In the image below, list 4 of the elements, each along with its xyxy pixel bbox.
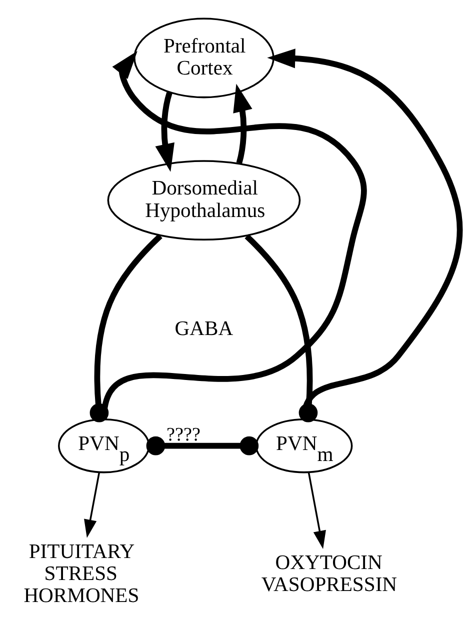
node-text: PITUITARY STRESS HORMONES	[23, 540, 139, 607]
edge-label: ????	[166, 424, 200, 446]
label: GABA	[174, 318, 233, 340]
node-text: OXYTOCIN VASOPRESSIN	[260, 551, 397, 596]
